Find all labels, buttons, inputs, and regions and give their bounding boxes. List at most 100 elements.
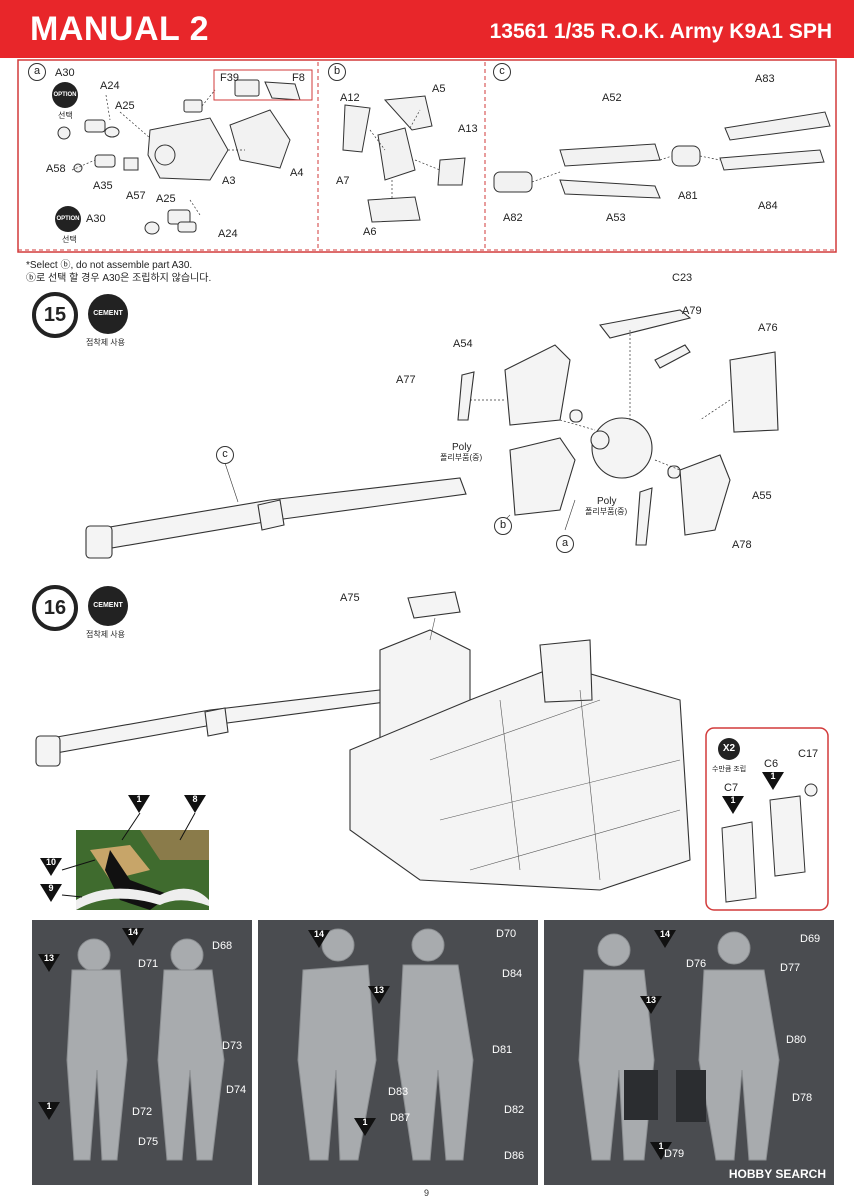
poly-ko-label: 폴리부품(중) [585,507,628,516]
part-label: A77 [396,374,416,386]
color-number: 1 [658,1141,664,1151]
part-label: A7 [336,175,350,187]
note-ko: ⓑ로 선택 할 경우 A30은 조립하지 않습니다. [26,273,212,284]
part-label: A84 [758,200,778,212]
part-label: A53 [606,212,626,224]
color-marker [38,954,60,972]
color-number: 1 [136,794,142,804]
cement-ko: 접착제 사용 [86,338,126,347]
color-number: 14 [313,929,324,939]
part-label: A76 [758,322,778,334]
part-label: D78 [792,1092,813,1104]
subassembly-a-marker: a [556,535,574,553]
color-marker [40,884,62,902]
color-number: 8 [192,794,198,804]
subassembly-b-marker: b [494,517,512,535]
part-label: A35 [93,180,113,192]
color-marker [368,986,390,1004]
part-label: A54 [453,338,473,350]
manual-title: MANUAL 2 [30,10,210,48]
part-label: A25 [156,193,176,205]
part-label: C7 [724,782,739,794]
part-label: D80 [786,1034,807,1046]
color-marker [38,1102,60,1120]
figure-silhouettes [297,928,474,1161]
color-number: 13 [645,995,656,1005]
color-marker [640,996,662,1014]
figure-photo-2: 14 D70 13 D84 D81 D83 D82 1 D87 D86 [258,920,538,1185]
cement-icon: CEMENT [88,586,128,626]
figure-photo-1: 14 D68 13 D71 D73 D74 D72 1 D75 [32,920,252,1185]
product-code: 13561 1/35 R.O.K. Army K9A1 SPH [489,20,832,43]
panel-b-marker: b [328,63,346,81]
option-ko: 선택 [58,111,73,120]
part-label: A13 [458,123,478,135]
watermark-logo: HOBBY SEARCH [728,1167,826,1181]
color-number: 9 [48,883,54,893]
part-label: A82 [503,212,523,224]
part-label: A78 [732,539,752,551]
color-number: 1 [770,771,776,781]
color-number: 10 [45,857,56,867]
part-label: D74 [226,1084,247,1096]
part-label: A57 [126,190,146,202]
color-marker [650,1142,672,1160]
page-number: 9 [424,1188,430,1198]
part-label: A5 [432,83,446,95]
part-label: D76 [686,958,707,970]
poly-ko-label: 폴리부품(중) [440,453,483,462]
option-ko: 선택 [62,235,77,244]
cement-icon: CEMENT [88,294,128,334]
figure-photo-3: 14 D69 D76 D77 13 D80 D78 1 D79 HOBBY SE… [544,920,834,1185]
option-badge: OPTION [52,82,78,108]
poly-label: Poly [597,496,617,507]
part-label: A58 [46,163,66,175]
color-number: 14 [659,929,670,939]
part-label: A79 [682,305,702,317]
part-label: A81 [678,190,698,202]
figure-silhouettes [578,931,780,1161]
part-label: A52 [602,92,622,104]
color-number: 13 [43,953,54,963]
part-label: D86 [504,1150,525,1162]
color-number: 1 [46,1101,52,1111]
part-label: A55 [752,490,772,502]
part-label: A83 [755,73,775,85]
part-label: A24 [100,80,120,92]
color-marker [128,795,150,813]
part-label: D70 [496,928,517,940]
part-label: A4 [290,167,304,179]
figure-silhouettes [66,938,225,1161]
part-label: A25 [115,100,135,112]
step-16-number: 16 [32,585,78,631]
part-label: D84 [502,968,523,980]
color-number: 1 [730,795,736,805]
part-label: A6 [363,226,377,238]
part-label: A30 [55,67,75,79]
part-label: F8 [292,72,305,84]
x2-badge: X2 [718,738,740,760]
note-en: *Select ⓑ, do not assemble part A30. [26,260,193,271]
part-label: A30 [86,213,106,225]
color-marker [308,930,330,948]
poly-label: Poly [452,442,472,453]
panel-c-marker: c [493,63,511,81]
color-number: 1 [362,1117,368,1127]
color-marker [184,795,206,813]
color-marker [762,772,784,790]
part-label: D75 [138,1136,159,1148]
part-label: D69 [800,933,821,945]
part-label: C17 [798,748,819,760]
part-label: C6 [764,758,779,770]
part-label: D73 [222,1040,243,1052]
color-marker [654,930,676,948]
part-label: A24 [218,228,238,240]
part-label: D71 [138,958,159,970]
step-15-number: 15 [32,292,78,338]
part-label: C23 [672,272,693,284]
part-label: A75 [340,592,360,604]
header-bar: MANUAL 2 13561 1/35 R.O.K. Army K9A1 SPH [0,0,854,58]
color-marker [40,858,62,876]
part-label: F39 [220,72,239,84]
option-badge: OPTION [55,206,81,232]
